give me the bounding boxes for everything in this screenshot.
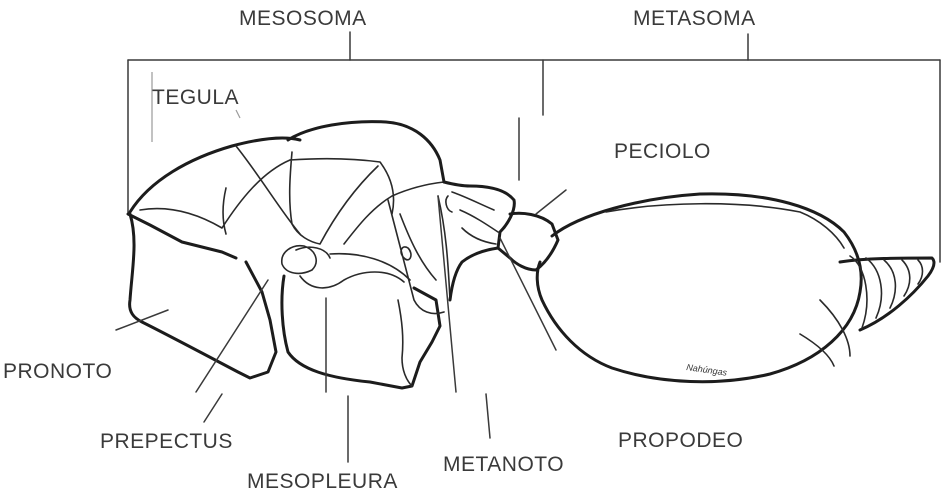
label-metasoma: METASOMA (633, 7, 756, 30)
gaster-outline (537, 194, 861, 382)
label-metanoto: METANOTO (443, 453, 564, 476)
propodeum-inner-lines (446, 192, 498, 244)
prepectus-leader-b (204, 394, 222, 422)
label-peciolo: PECIOLO (614, 140, 711, 163)
peciolo-leader-b (536, 190, 566, 214)
label-tegula: TEGULA (152, 86, 239, 109)
region-brackets (128, 32, 940, 262)
pronoto-leader (116, 310, 168, 330)
pronotum-inner-lines (140, 146, 300, 234)
label-propodeo: PROPODEO (618, 429, 743, 452)
leader-lines (116, 72, 566, 462)
ant-body-drawing (128, 122, 934, 388)
metathorax-lines (388, 196, 450, 314)
tegula-lobe (282, 246, 330, 274)
label-mesopleura: MESOPLEURA (247, 470, 398, 493)
mesonotum-inner-lines (290, 152, 444, 244)
gaster-tip (840, 258, 934, 330)
metanoto-leader-b (486, 394, 490, 438)
label-pronoto: PRONOTO (3, 360, 112, 383)
pronotum-outline (128, 138, 300, 378)
propodeo-leader (500, 238, 556, 350)
label-prepectus: PREPECTUS (100, 430, 233, 453)
metanoto-leader-a (438, 196, 456, 392)
propodeum-outline (444, 182, 514, 300)
mesonotum-outline (288, 122, 444, 182)
tegula-leader-b (236, 110, 240, 118)
label-mesosoma: MESOSOMA (239, 7, 367, 30)
artist-signature: Nahúngas (686, 362, 729, 378)
mesopleura-outline (282, 276, 440, 388)
mesopleura-inner-lines (300, 254, 412, 386)
anatomy-labels: MESOSOMA METASOMA TEGULA PECIOLO PRONOTO… (3, 7, 756, 493)
